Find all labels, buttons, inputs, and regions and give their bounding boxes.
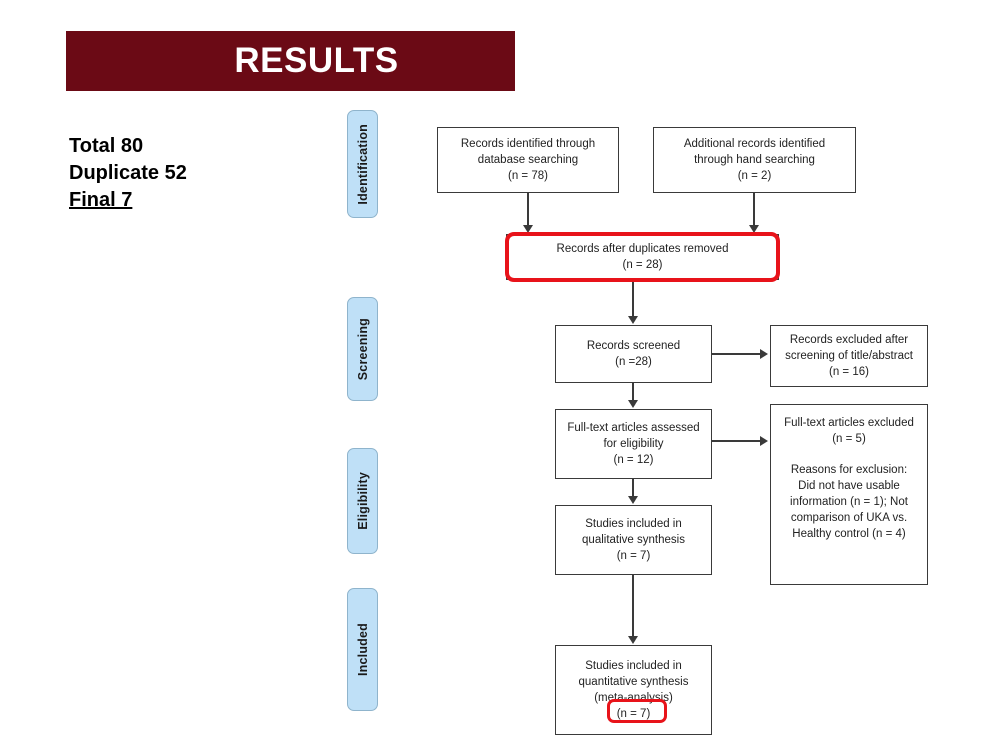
- arrowhead-down-icon: [628, 496, 638, 504]
- summary-duplicate: Duplicate 52: [69, 162, 187, 184]
- flow-text-line: Records identified through: [460, 138, 596, 150]
- flow-box-records-screened: Records screened (n =28): [555, 325, 712, 383]
- flow-count: (n = 16): [829, 366, 869, 378]
- connector-duplicates-to-screened: [632, 280, 634, 317]
- connector-fulltext-to-qualitative: [632, 479, 634, 497]
- flow-count: (n = 5): [832, 433, 866, 445]
- connector-fulltext-to-excluded: [712, 440, 762, 442]
- flow-box-fulltext-excluded: Full-text articles excluded (n = 5) Reas…: [770, 404, 928, 585]
- flow-text-line: Full-text articles excluded: [784, 417, 914, 429]
- flow-text-line: Studies included in: [585, 660, 682, 672]
- flow-count: (n = 7): [616, 550, 651, 562]
- arrowhead-right-icon: [760, 349, 768, 359]
- flow-count: (n = 78): [508, 170, 548, 182]
- connector-screened-to-excluded: [712, 353, 762, 355]
- flow-box-quantitative-synthesis: Studies included in quantitative synthes…: [555, 645, 712, 735]
- connector-qualitative-to-quantitative: [632, 575, 634, 637]
- phase-box-identification: Identification: [347, 110, 378, 218]
- flow-count: (n = 2): [737, 170, 772, 182]
- phase-box-screening: Screening: [347, 297, 378, 401]
- connector-screened-to-fulltext: [632, 383, 634, 401]
- phase-box-eligibility: Eligibility: [347, 448, 378, 554]
- flow-count: (n = 12): [613, 454, 654, 466]
- summary-final: Final 7: [69, 189, 133, 211]
- connector-database-to-duplicates: [527, 193, 529, 226]
- page-title: RESULTS: [234, 41, 399, 80]
- flow-text-line: (meta-analysis): [594, 692, 673, 704]
- flow-text-line: Records screened: [586, 340, 681, 352]
- summary-total: Total 80: [69, 135, 144, 157]
- flow-count: (n = 7): [616, 708, 651, 720]
- flow-text-line: for eligibility: [603, 438, 664, 450]
- arrowhead-right-icon: [760, 436, 768, 446]
- exclusion-reason-line: Did not have usable: [798, 480, 900, 492]
- title-banner: [66, 31, 515, 91]
- flow-text-line: Additional records identified: [683, 138, 826, 150]
- flow-count: (n =28): [615, 356, 652, 368]
- flow-box-qualitative-synthesis: Studies included in qualitative synthesi…: [555, 505, 712, 575]
- arrowhead-down-icon: [749, 225, 759, 233]
- phase-label-identification: Identification: [355, 123, 370, 205]
- arrowhead-down-icon: [628, 316, 638, 324]
- exclusion-reason-line: comparison of UKA vs.: [790, 512, 908, 524]
- phase-box-included: Included: [347, 588, 378, 711]
- flow-text-line: Records excluded after: [789, 334, 909, 346]
- connector-hand-to-duplicates: [753, 193, 755, 226]
- flow-text-line: screening of title/abstract: [785, 350, 913, 362]
- flow-text-line: database searching: [477, 154, 579, 166]
- flow-text-line: Full-text articles assessed: [567, 422, 700, 434]
- flow-text-line: through hand searching: [694, 154, 815, 166]
- arrowhead-down-icon: [628, 636, 638, 644]
- phase-label-screening: Screening: [355, 317, 370, 381]
- summary-text-block: Total 80 Duplicate 52 Final 7: [69, 133, 187, 214]
- flow-box-hand-searching: Additional records identified through ha…: [653, 127, 856, 193]
- exclusion-reasons-heading: Reasons for exclusion:: [790, 464, 908, 476]
- flow-text-line: qualitative synthesis: [582, 534, 685, 546]
- exclusion-reason-line: Healthy control (n = 4): [792, 528, 906, 540]
- flow-box-database-searching: Records identified through database sear…: [437, 127, 619, 193]
- flow-box-records-excluded-screening: Records excluded after screening of titl…: [770, 325, 928, 387]
- flow-text-line: quantitative synthesis: [578, 676, 689, 688]
- phase-label-included: Included: [355, 623, 370, 676]
- flow-text-line: Records after duplicates removed: [556, 243, 729, 255]
- flow-box-duplicates-removed: Records after duplicates removed (n = 28…: [506, 234, 779, 280]
- phase-label-eligibility: Eligibility: [355, 472, 370, 530]
- arrowhead-down-icon: [523, 225, 533, 233]
- flow-text-line: Studies included in: [585, 518, 682, 530]
- arrowhead-down-icon: [628, 400, 638, 408]
- flow-box-fulltext-assessed: Full-text articles assessed for eligibil…: [555, 409, 712, 479]
- exclusion-reason-line: information (n = 1); Not: [790, 496, 908, 508]
- flow-count: (n = 28): [622, 259, 663, 271]
